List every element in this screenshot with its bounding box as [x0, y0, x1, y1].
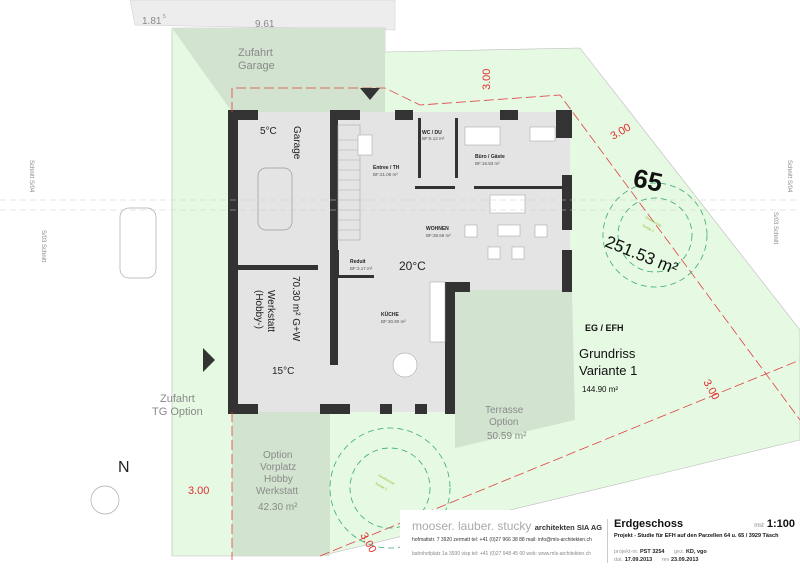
zufahrt-garage-label-1: Zufahrt	[238, 47, 273, 59]
rev-label: rev	[661, 557, 670, 563]
geothermie-circles	[329, 182, 708, 549]
scale-prefix: mst	[754, 523, 764, 529]
firm-name-text: mooser. lauber. stucky	[412, 519, 532, 533]
dim-main: 9.61	[255, 19, 275, 30]
date: 17.09.2013	[624, 557, 653, 563]
dim-left: 1.81	[142, 16, 162, 27]
room-entree: Entree / TH	[373, 165, 400, 171]
date-label: dat.	[614, 557, 624, 563]
room-entree-area: BF:21.05 m²	[373, 172, 398, 177]
drawn-by: KD, vgo	[685, 549, 707, 555]
room-wohnen: WOHNEN	[426, 226, 449, 232]
terrasse-label-2: Option	[489, 417, 518, 428]
terrasse-label-1: Terrasse	[485, 405, 524, 416]
tg-entry-arrow-icon	[203, 348, 215, 372]
terrasse-zone	[455, 290, 575, 448]
drawing-title: Erdgeschoss	[614, 518, 684, 530]
room-reduit-area: BF:3.17 m²	[350, 266, 373, 271]
section-label-left-a: Schnitt S/04	[28, 160, 34, 193]
proj-nr-label: projekt-nr.	[614, 549, 639, 555]
firm-address-1: hofmattstr. 7 3920 zermatt tel: +41 (0)2…	[412, 537, 592, 543]
room-wc: WC / DU	[422, 130, 442, 136]
parcel-number: 65	[631, 163, 666, 198]
vorplatz-label-4: Werkstatt	[256, 486, 298, 497]
section-label-right-b: S/03 Schnitt	[772, 212, 778, 245]
werkstatt-temp: 15°C	[272, 366, 294, 377]
zufahrt-garage-zone	[172, 28, 385, 112]
geothermie-2-label-2: Sonde 2	[375, 481, 388, 491]
garage-temp: 5°C	[260, 126, 277, 137]
car-icon	[257, 167, 293, 231]
proj-nr: PST 3254	[640, 549, 665, 555]
street-car-icon	[119, 207, 157, 279]
drawn-label: gez.	[674, 549, 685, 555]
terrasse-area: 50.59 m²	[487, 431, 527, 442]
geothermie-1-label-2: Sonde 1	[642, 223, 655, 233]
variant-label-2: Variante 1	[579, 363, 637, 378]
rev-date: 23.09.2013	[670, 557, 699, 563]
zufahrt-tg-label-2: TG Option	[152, 406, 203, 418]
dim-left-sup: 5	[163, 14, 166, 20]
section-label-left-b: S/03 Schnitt	[40, 230, 46, 263]
firm-name: mooser. lauber. stucky architekten SIA A…	[412, 519, 602, 533]
zufahrt-tg-label-1: Zufahrt	[160, 393, 195, 405]
title-block: mooser. lauber. stucky architekten SIA A…	[400, 510, 800, 572]
project-description: Projekt - Studie für EFH auf den Parzell…	[614, 533, 779, 539]
living-temp: 20°C	[399, 259, 426, 273]
werkstatt-area: 70.30 m² G+W	[290, 276, 301, 342]
vorplatz-zone	[232, 412, 330, 556]
room-wohnen-area: BF:38.59 m²	[426, 233, 451, 238]
divider	[607, 519, 608, 563]
floor-label: EG / EFH	[585, 323, 624, 333]
room-wc-area: BF:5.12 m²	[422, 136, 445, 141]
section-label-right-a: Schnitt S/04	[786, 160, 792, 193]
project-meta-1: projekt-nr. PST 3254 gez. KD, vgo	[614, 549, 715, 556]
scale-value: 1:100	[766, 518, 795, 530]
vorplatz-label-2: Vorplatz	[260, 462, 296, 473]
entry-arrow-icon	[360, 88, 380, 100]
firm-suffix: architekten SIA AG	[534, 523, 603, 532]
walls	[228, 110, 572, 414]
staircase	[337, 124, 361, 241]
variant-label-1: Grundriss	[579, 346, 636, 361]
street-area	[129, 0, 396, 31]
project-meta-2: dat. 17.09.2013 rev 23.09.2013	[614, 557, 706, 564]
firm-address-2: bahnhofplatz 1a 3930 visp tel: +41 (0)27…	[412, 551, 591, 557]
zufahrt-garage-label-2: Garage	[238, 60, 275, 72]
werkstatt-label-2: Werkstatt	[265, 290, 276, 332]
setback-dim-1: 3.00	[481, 69, 493, 90]
garage-label: Garage	[291, 126, 302, 160]
setback-dim-4: 3.00	[188, 485, 209, 497]
vorplatz-label-3: Hobby	[264, 474, 293, 485]
room-reduit: Reduit	[350, 259, 366, 265]
vorplatz-label-1: Option	[263, 450, 292, 461]
vorplatz-area: 42.30 m²	[258, 502, 298, 513]
room-kueche: KÜCHE	[381, 311, 399, 318]
variant-area: 144.90 m²	[582, 385, 618, 394]
werkstatt-label-1: (Hobby-)	[253, 290, 264, 329]
north-arrow-icon	[90, 485, 120, 515]
room-kueche-area: BF:30.90 m²	[381, 319, 406, 324]
north-label: N	[118, 459, 130, 476]
room-buero-area: BF:16.83 m²	[475, 161, 500, 166]
room-buero: Büro / Gäste	[475, 154, 505, 160]
furniture	[357, 126, 556, 378]
